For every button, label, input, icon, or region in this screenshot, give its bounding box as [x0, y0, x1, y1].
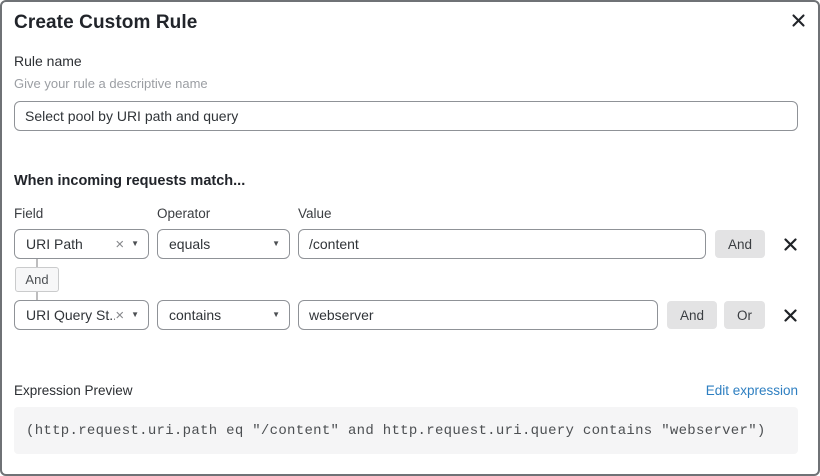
value-input[interactable]	[298, 229, 706, 259]
operator-select[interactable]: contains ▼	[157, 300, 290, 330]
add-or-condition-button[interactable]: Or	[724, 301, 765, 329]
chevron-down-icon: ▼	[272, 310, 280, 319]
match-section: When incoming requests match... Field Op…	[14, 173, 798, 330]
chevron-down-icon: ▼	[131, 239, 139, 248]
operator-select-value: contains	[169, 307, 222, 323]
value-input[interactable]	[298, 300, 658, 330]
match-heading: When incoming requests match...	[14, 173, 246, 189]
expression-code: (http.request.uri.path eq "/content" and…	[14, 407, 798, 454]
condition-row-2: URI Query St... × ▼ contains ▼ And Or	[14, 300, 798, 330]
clear-field-icon[interactable]: ×	[115, 235, 125, 253]
field-select-value: URI Query St...	[26, 307, 116, 323]
clear-field-icon[interactable]: ×	[115, 306, 125, 324]
edit-expression-link[interactable]: Edit expression	[705, 383, 798, 398]
condition-row-1: URI Path × ▼ equals ▼ And	[14, 229, 798, 259]
operator-column-label: Operator	[157, 206, 211, 221]
expression-header: Expression Preview Edit expression	[14, 383, 798, 398]
column-labels: Field Operator Value	[14, 206, 798, 221]
dialog-title: Create Custom Rule	[14, 12, 198, 33]
add-and-condition-button[interactable]: And	[714, 230, 765, 258]
and-connector: And	[15, 259, 59, 300]
and-connector-badge: And	[15, 267, 59, 292]
delete-row-button[interactable]	[782, 236, 798, 252]
value-column-label: Value	[298, 206, 332, 221]
expression-preview-section: Expression Preview Edit expression (http…	[14, 383, 798, 454]
field-column-label: Field	[14, 206, 44, 221]
rule-name-helper: Give your rule a descriptive name	[14, 76, 208, 91]
delete-row-icon	[783, 308, 797, 322]
dialog-header: Create Custom Rule	[14, 2, 798, 34]
delete-row-button[interactable]	[782, 307, 798, 323]
expression-preview-label: Expression Preview	[14, 383, 133, 398]
close-button[interactable]	[789, 11, 807, 29]
rule-name-label: Rule name	[14, 53, 82, 69]
chevron-down-icon: ▼	[272, 239, 280, 248]
operator-select[interactable]: equals ▼	[157, 229, 290, 259]
chevron-down-icon: ▼	[131, 310, 139, 319]
operator-select-value: equals	[169, 236, 211, 252]
field-select[interactable]: URI Path × ▼	[14, 229, 149, 259]
rule-name-input[interactable]	[14, 101, 798, 131]
rule-name-section: Rule name Give your rule a descriptive n…	[14, 53, 798, 131]
delete-row-icon	[783, 237, 797, 251]
connector-line	[36, 259, 38, 267]
close-icon	[791, 13, 805, 27]
field-select-value: URI Path	[26, 236, 83, 252]
connector-line	[36, 292, 38, 300]
add-and-condition-button[interactable]: And	[666, 301, 717, 329]
field-select[interactable]: URI Query St... × ▼	[14, 300, 149, 330]
